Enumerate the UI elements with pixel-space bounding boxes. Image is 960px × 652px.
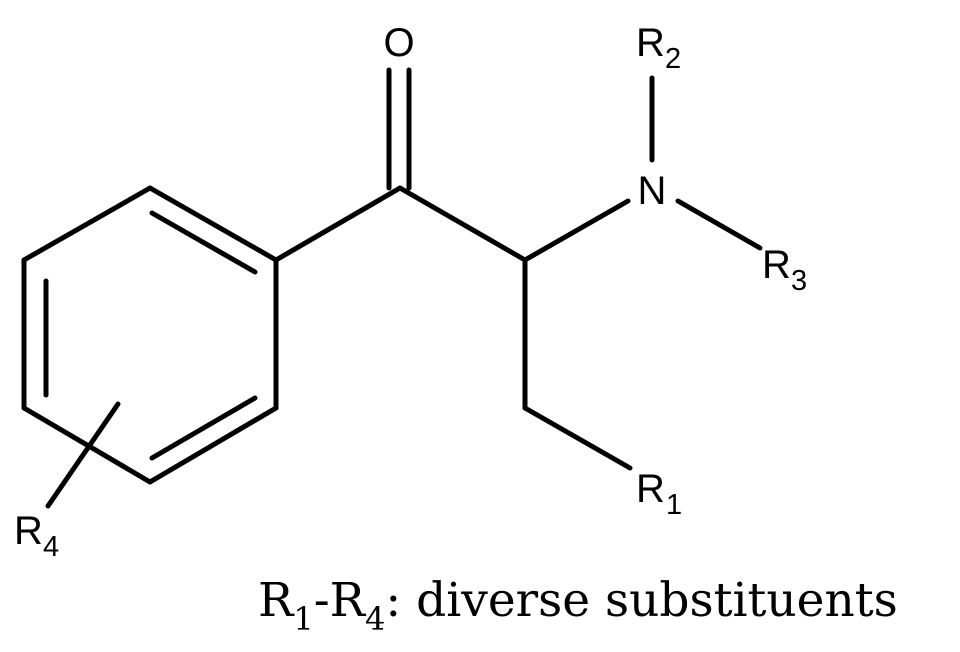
r1-symbol: R (636, 467, 665, 511)
carbonyl-to-alpha-carbon-bond (397, 185, 528, 263)
caption-r-end: R (330, 573, 367, 628)
r4-label: R 4 (14, 509, 59, 563)
r2-subscript: 2 (665, 43, 681, 75)
caption-dash: - (314, 573, 330, 628)
nitrogen-to-r3-bond (675, 198, 763, 251)
ring-double-bond-bottom (149, 395, 258, 461)
caption-text: : diverse substituents (385, 573, 897, 628)
ch2-to-r1-bond (522, 405, 633, 471)
r4-bond (45, 401, 121, 509)
oxygen-label: O (383, 21, 414, 65)
r4-symbol: R (14, 509, 43, 553)
caption-start-index: 1 (293, 600, 313, 638)
r3-symbol: R (762, 243, 791, 287)
alpha-carbon-to-nitrogen-bond (522, 198, 631, 263)
ring-to-carbonyl-bond (273, 185, 403, 263)
ring-bond-top-right (147, 185, 279, 263)
r1-label: R 1 (636, 467, 682, 521)
ring-bond-bottom-right (147, 405, 279, 485)
benzene-ring (21, 185, 279, 485)
r2-symbol: R (636, 21, 665, 65)
caption-r-start: R (258, 573, 295, 628)
r2-label: R 2 (636, 21, 681, 75)
ring-bond-top-left (21, 185, 153, 263)
r4-subscript: 4 (43, 531, 59, 563)
r3-subscript: 3 (791, 265, 807, 297)
r3-label: R 3 (762, 243, 807, 297)
r1-subscript: 1 (666, 489, 682, 521)
caption: R1-R4: diverse substituents (258, 573, 898, 638)
caption-end-index: 4 (365, 600, 385, 638)
nitrogen-label: N (638, 169, 667, 213)
ring-double-bond-top (149, 210, 258, 275)
